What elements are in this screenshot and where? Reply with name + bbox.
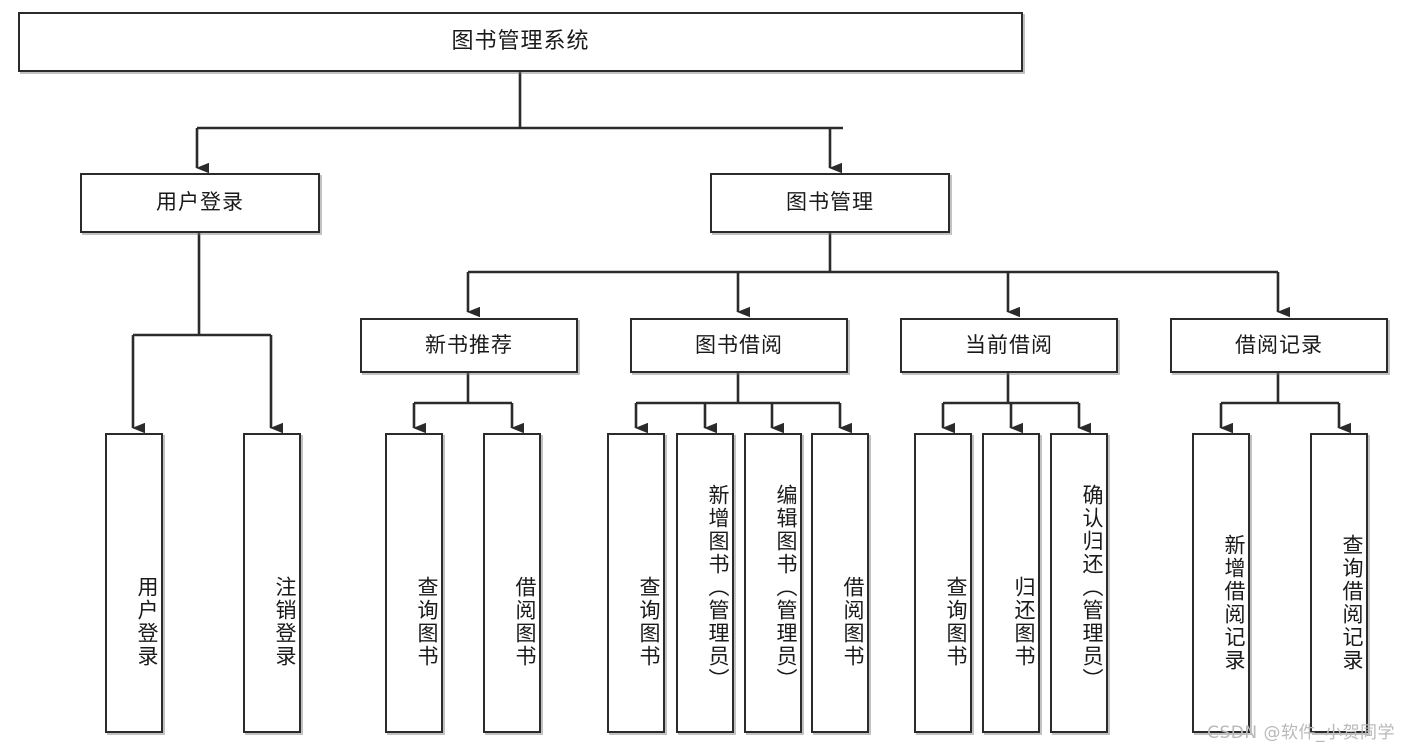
node-label: 借阅图书 bbox=[841, 576, 865, 668]
node-label: 图书借阅 bbox=[695, 332, 783, 357]
node-label: 归还图书 bbox=[1012, 576, 1036, 668]
node-label: 确认归还（管理员） bbox=[1080, 483, 1104, 691]
node-book-management[interactable]: 图书管理 bbox=[710, 173, 950, 233]
node-label: 借阅记录 bbox=[1235, 332, 1323, 357]
node-label: 注销登录 bbox=[273, 576, 297, 668]
node-label: 新书推荐 bbox=[425, 332, 513, 357]
node-label: 新增借阅记录 bbox=[1222, 534, 1246, 672]
node-label: 用户登录 bbox=[135, 576, 159, 668]
node-label: 查询图书 bbox=[944, 576, 968, 668]
watermark-text: CSDN @软件_小贺同学 bbox=[1207, 723, 1395, 743]
node-label: 编辑图书（管理员） bbox=[774, 483, 798, 691]
leaf-current-borrow-query-books[interactable]: 查询图书 bbox=[914, 433, 972, 733]
leaf-borrow-record-query-record[interactable]: 查询借阅记录 bbox=[1310, 433, 1368, 733]
leaf-new-book-borrow-books[interactable]: 借阅图书 bbox=[483, 433, 541, 733]
node-book-borrow[interactable]: 图书借阅 bbox=[630, 318, 848, 373]
leaf-book-borrow-edit-book-admin[interactable]: 编辑图书（管理员） bbox=[744, 433, 802, 733]
leaf-current-borrow-return-books[interactable]: 归还图书 bbox=[982, 433, 1040, 733]
leaf-user-login-logout[interactable]: 注销登录 bbox=[243, 433, 301, 733]
node-root-book-management-system[interactable]: 图书管理系统 bbox=[18, 12, 1023, 72]
node-user-login[interactable]: 用户登录 bbox=[80, 173, 320, 233]
node-label: 图书管理 bbox=[786, 190, 874, 215]
node-label: 当前借阅 bbox=[965, 332, 1053, 357]
node-borrow-record[interactable]: 借阅记录 bbox=[1170, 318, 1388, 373]
node-new-book-recommend[interactable]: 新书推荐 bbox=[360, 318, 578, 373]
leaf-borrow-record-add-record[interactable]: 新增借阅记录 bbox=[1192, 433, 1250, 733]
node-label: 用户登录 bbox=[156, 190, 244, 215]
leaf-current-borrow-confirm-return-admin[interactable]: 确认归还（管理员） bbox=[1050, 433, 1108, 733]
node-current-borrow[interactable]: 当前借阅 bbox=[900, 318, 1118, 373]
node-label: 新增图书（管理员） bbox=[706, 483, 730, 691]
node-label: 查询图书 bbox=[415, 576, 439, 668]
leaf-new-book-query-books[interactable]: 查询图书 bbox=[385, 433, 443, 733]
leaf-book-borrow-borrow-books[interactable]: 借阅图书 bbox=[811, 433, 869, 733]
node-label: 查询图书 bbox=[637, 576, 661, 668]
leaf-book-borrow-query-books[interactable]: 查询图书 bbox=[607, 433, 665, 733]
node-label: 查询借阅记录 bbox=[1340, 534, 1364, 672]
node-label: 借阅图书 bbox=[513, 576, 537, 668]
leaf-user-login-login[interactable]: 用户登录 bbox=[105, 433, 163, 733]
leaf-book-borrow-add-book-admin[interactable]: 新增图书（管理员） bbox=[676, 433, 734, 733]
node-label: 图书管理系统 bbox=[451, 28, 590, 54]
